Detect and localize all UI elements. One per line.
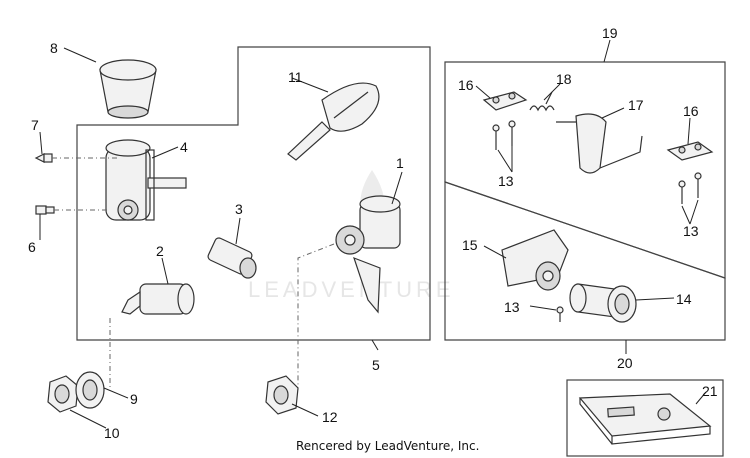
part-21-manual-icon	[578, 393, 712, 445]
callout-11: 11	[288, 69, 303, 85]
callout-14: 14	[676, 291, 692, 307]
part-2-plunger	[121, 283, 195, 315]
part-1-lock-cylinder	[335, 195, 401, 314]
callout-13-upper-right: 13	[683, 223, 699, 239]
part-4-lock-body	[105, 139, 187, 221]
part-12-nut	[265, 375, 299, 415]
group-5-frame	[76, 46, 431, 341]
leader-lines	[39, 39, 707, 429]
callout-20: 20	[617, 355, 633, 371]
callout-6: 6	[28, 239, 36, 255]
part-3-barrel	[207, 237, 257, 279]
part-1-axis-line	[297, 243, 335, 390]
callout-13-lower: 13	[504, 299, 520, 315]
part-16-right-bracket	[666, 141, 714, 161]
part-16-left-bracket	[482, 91, 528, 111]
callout-12: 12	[322, 409, 338, 425]
watermark-text: LEADVENTURE	[248, 277, 455, 302]
callout-7: 7	[31, 117, 39, 133]
callout-15: 15	[462, 237, 478, 253]
part-13-screw-lower	[556, 306, 564, 322]
part-21-frame	[566, 379, 724, 457]
callout-19: 19	[602, 25, 618, 41]
part-17-latch-rod	[556, 113, 643, 174]
part-10-nut	[47, 375, 79, 413]
callout-8: 8	[50, 40, 58, 56]
part-6-screw	[35, 205, 55, 215]
group-20-frame	[444, 181, 726, 341]
part-13-screws-right	[678, 172, 702, 204]
callout-16-left: 16	[458, 77, 474, 93]
callout-10: 10	[104, 425, 120, 441]
part-13-screws-left	[492, 120, 516, 150]
callout-21: 21	[702, 383, 718, 399]
callout-4: 4	[180, 139, 188, 155]
footer-credit: Rencered by LeadVenture, Inc.	[296, 439, 479, 453]
part-14-bushing	[569, 283, 637, 323]
callout-2: 2	[156, 243, 164, 259]
callout-5: 5	[372, 357, 380, 373]
callout-17: 17	[628, 97, 644, 113]
part-8-sleeve	[99, 59, 157, 119]
callout-18: 18	[556, 71, 572, 87]
part-18-spring	[529, 91, 555, 112]
callout-9: 9	[130, 391, 138, 407]
callout-13-upper-left: 13	[498, 173, 514, 189]
callout-16-right: 16	[683, 103, 699, 119]
part-7-screw	[34, 153, 53, 163]
callout-1: 1	[396, 155, 404, 171]
part-9-lock-washer	[75, 371, 105, 409]
part-15-lock-body	[501, 229, 569, 291]
part-11-key	[287, 82, 380, 161]
callout-3: 3	[235, 201, 243, 217]
